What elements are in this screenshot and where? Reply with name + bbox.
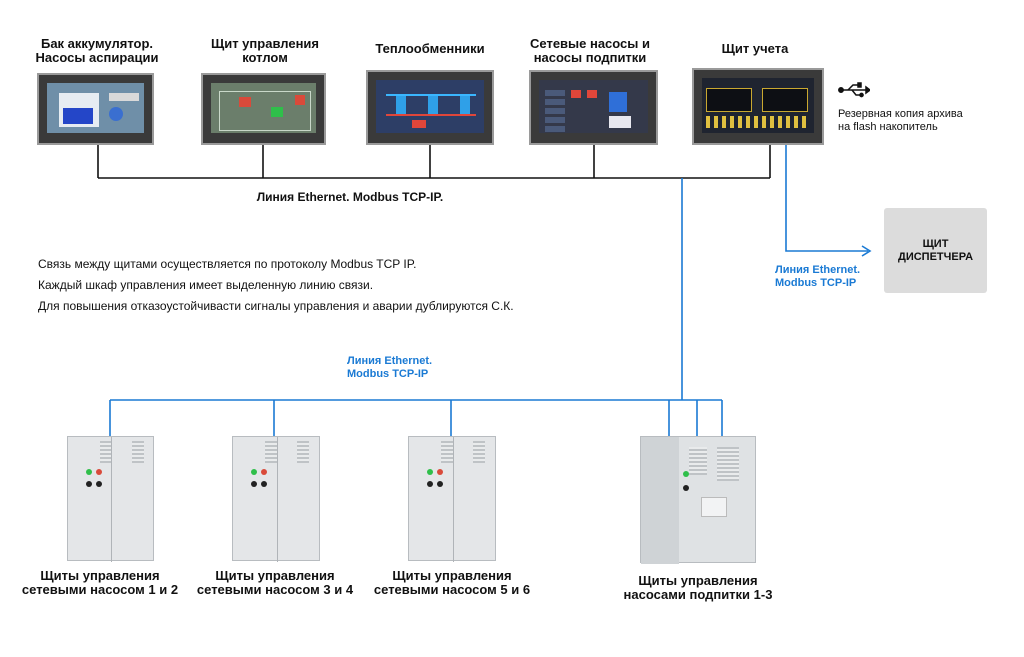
note-line: Каждый шкаф управления имеет выделенную … [38, 278, 374, 292]
description-text: Связь между щитами осуществляется по про… [38, 254, 514, 317]
note-line: Для повышения отказоустойчивасти сигналы… [38, 299, 514, 313]
ethernet-main-label: Линия Ethernet. Modbus TCP-IP. [256, 190, 444, 204]
usb-icon [838, 82, 870, 98]
dispatch-link-line [785, 145, 868, 252]
cabinet-makeup-pumps [640, 436, 756, 564]
panel-label-accumulator: Бак аккумулятор.Насосы аспирации [35, 36, 159, 65]
panel-label-heat-exchangers: Теплообменники [375, 41, 485, 56]
cabinet-pumps-5-6 [408, 436, 496, 562]
hmi-metering [692, 68, 824, 145]
cabinet-pumps-3-4 [232, 436, 320, 562]
hmi-boiler [201, 73, 326, 145]
dispatch-arrow [861, 245, 872, 257]
dispatch-link-label: Линия Ethernet.Modbus TCP-IP [775, 264, 861, 289]
panel-label-metering: Щит учета [721, 41, 789, 56]
note-line: Связь между щитами осуществляется по про… [38, 257, 417, 271]
hmi-network-pumps [529, 70, 658, 145]
cabinet-pumps-1-2 [67, 436, 154, 562]
hmi-heat-exchangers [366, 70, 494, 145]
mid-link-label: Линия Ethernet.Modbus TCP-IP [347, 355, 433, 380]
hmi-accumulator [37, 73, 154, 145]
